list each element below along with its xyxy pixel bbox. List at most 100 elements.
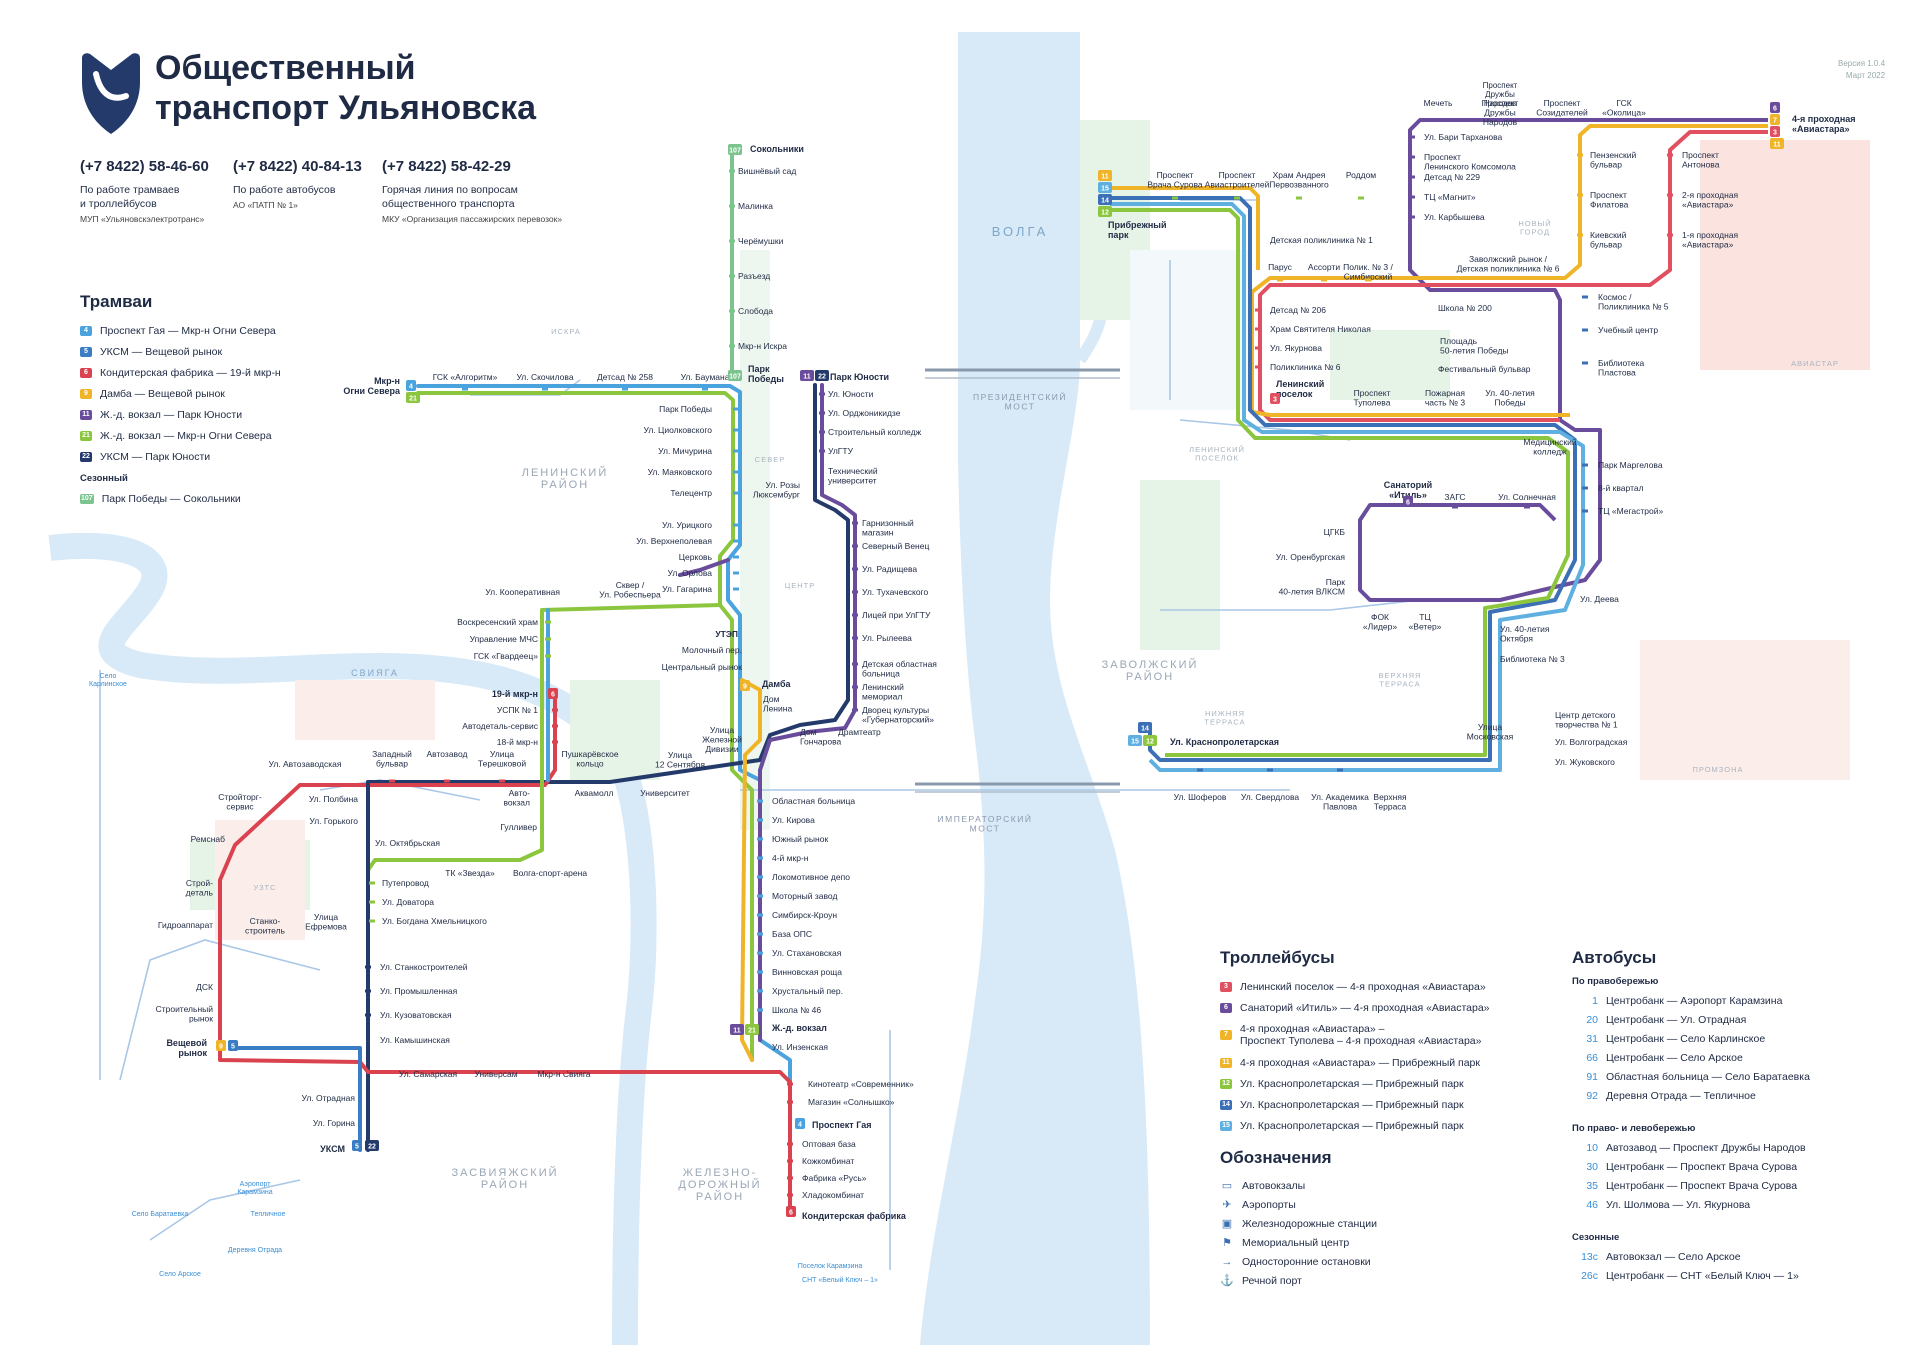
station-stop[interactable]: [757, 799, 763, 803]
route-marker-12[interactable]: 12: [1143, 735, 1157, 746]
station-label[interactable]: Дамба: [762, 679, 792, 689]
station-label[interactable]: Школа № 200: [1438, 303, 1492, 313]
station-label[interactable]: Ул. Орджоникидзе: [828, 408, 901, 418]
station-stop[interactable]: [852, 544, 858, 548]
station-label[interactable]: 19-й мкр-н: [492, 689, 538, 699]
station-stop[interactable]: [729, 204, 735, 208]
station-stop[interactable]: [1582, 328, 1588, 332]
route-marker-14[interactable]: 14: [1138, 722, 1152, 733]
station-stop[interactable]: [1255, 308, 1261, 312]
station-label[interactable]: ГСК «Алгоритм»: [433, 372, 498, 382]
station-label[interactable]: Ул. Жуковского: [1555, 757, 1615, 767]
route-marker-4[interactable]: 4: [406, 380, 416, 391]
contact-phone[interactable]: (+7 8422) 58-46-60: [80, 158, 209, 175]
station-stop[interactable]: [1255, 346, 1261, 350]
station-stop[interactable]: [1582, 509, 1588, 513]
station-stop[interactable]: [1582, 463, 1588, 467]
station-stop[interactable]: [545, 637, 551, 641]
station-label[interactable]: Ул. Якурнова: [1270, 343, 1322, 353]
station-label[interactable]: Школа № 46: [772, 1005, 821, 1015]
station-label[interactable]: Ул. Шоферов: [1174, 792, 1227, 802]
station-stop[interactable]: [365, 1013, 371, 1017]
station-stop[interactable]: [499, 779, 505, 783]
station-label[interactable]: Парк Победы: [659, 404, 712, 414]
station-label[interactable]: Управление МЧС: [470, 634, 538, 644]
station-stop[interactable]: [1277, 278, 1283, 282]
station-label[interactable]: Кожкомбинат: [802, 1156, 854, 1166]
station-label[interactable]: 1-я проходная«Авиастара»: [1682, 230, 1739, 250]
station-stop[interactable]: [369, 900, 375, 904]
station-label[interactable]: Храм Святителя Николая: [1270, 324, 1371, 334]
station-label[interactable]: Ул. Циолковского: [644, 425, 713, 435]
station-label[interactable]: Роддом: [1346, 170, 1376, 180]
station-label[interactable]: Стройторг-сервис: [218, 792, 262, 812]
station-label[interactable]: Церковь: [679, 552, 713, 562]
station-label[interactable]: Лицей при УлГТУ: [862, 610, 931, 620]
station-label[interactable]: Детская поликлиника № 1: [1270, 235, 1373, 245]
station-label[interactable]: Слобода: [738, 306, 773, 316]
station-label[interactable]: ДСК: [196, 982, 213, 992]
route-marker-12[interactable]: 12: [1098, 206, 1112, 217]
station-label[interactable]: Ул. Кузоватовская: [380, 1010, 452, 1020]
station-label[interactable]: Ул. Рылеева: [862, 633, 912, 643]
station-stop[interactable]: [1337, 768, 1343, 772]
station-label[interactable]: Автозавод: [427, 749, 468, 759]
station-label[interactable]: Путепровод: [382, 878, 429, 888]
route-marker-3[interactable]: 3: [1770, 126, 1780, 137]
route-marker-5[interactable]: 5: [228, 1040, 238, 1051]
station-label[interactable]: Мкр-н Искра: [738, 341, 787, 351]
route-marker-5[interactable]: 5: [352, 1140, 362, 1151]
contact-phone[interactable]: (+7 8422) 58-42-29: [382, 158, 511, 175]
station-label[interactable]: 4-й мкр-н: [772, 853, 809, 863]
route-marker-107[interactable]: 107: [728, 370, 742, 381]
station-label[interactable]: Симбирск-Кроун: [772, 910, 837, 920]
station-label[interactable]: Строй-деталь: [186, 878, 214, 898]
station-label[interactable]: Мечеть: [1424, 98, 1453, 108]
station-label[interactable]: Центральный рынок: [662, 662, 743, 672]
station-stop[interactable]: [1577, 233, 1583, 237]
station-label[interactable]: 4-я проходная«Авиастара»: [1792, 114, 1856, 134]
bus-point-label[interactable]: СНТ «Белый Ключ – 1»: [802, 1276, 878, 1284]
station-stop[interactable]: [757, 856, 763, 860]
station-label[interactable]: Ул. Кирова: [772, 815, 815, 825]
station-stop[interactable]: [819, 392, 825, 396]
station-label[interactable]: Станко-строитель: [245, 916, 286, 936]
station-stop[interactable]: [787, 1193, 793, 1197]
station-stop[interactable]: [1621, 118, 1627, 122]
station-label[interactable]: Заволжский рынок /Детская поликлиника № …: [1457, 254, 1560, 274]
route-marker-6[interactable]: 6: [786, 1206, 796, 1217]
station-label[interactable]: Ул. Орлова: [668, 568, 713, 578]
station-stop[interactable]: [1234, 196, 1240, 200]
station-stop[interactable]: [444, 779, 450, 783]
route-marker-107[interactable]: 107: [728, 144, 742, 155]
station-stop[interactable]: [545, 654, 551, 658]
station-stop[interactable]: [852, 662, 858, 666]
station-stop[interactable]: [757, 932, 763, 936]
station-stop[interactable]: [757, 894, 763, 898]
